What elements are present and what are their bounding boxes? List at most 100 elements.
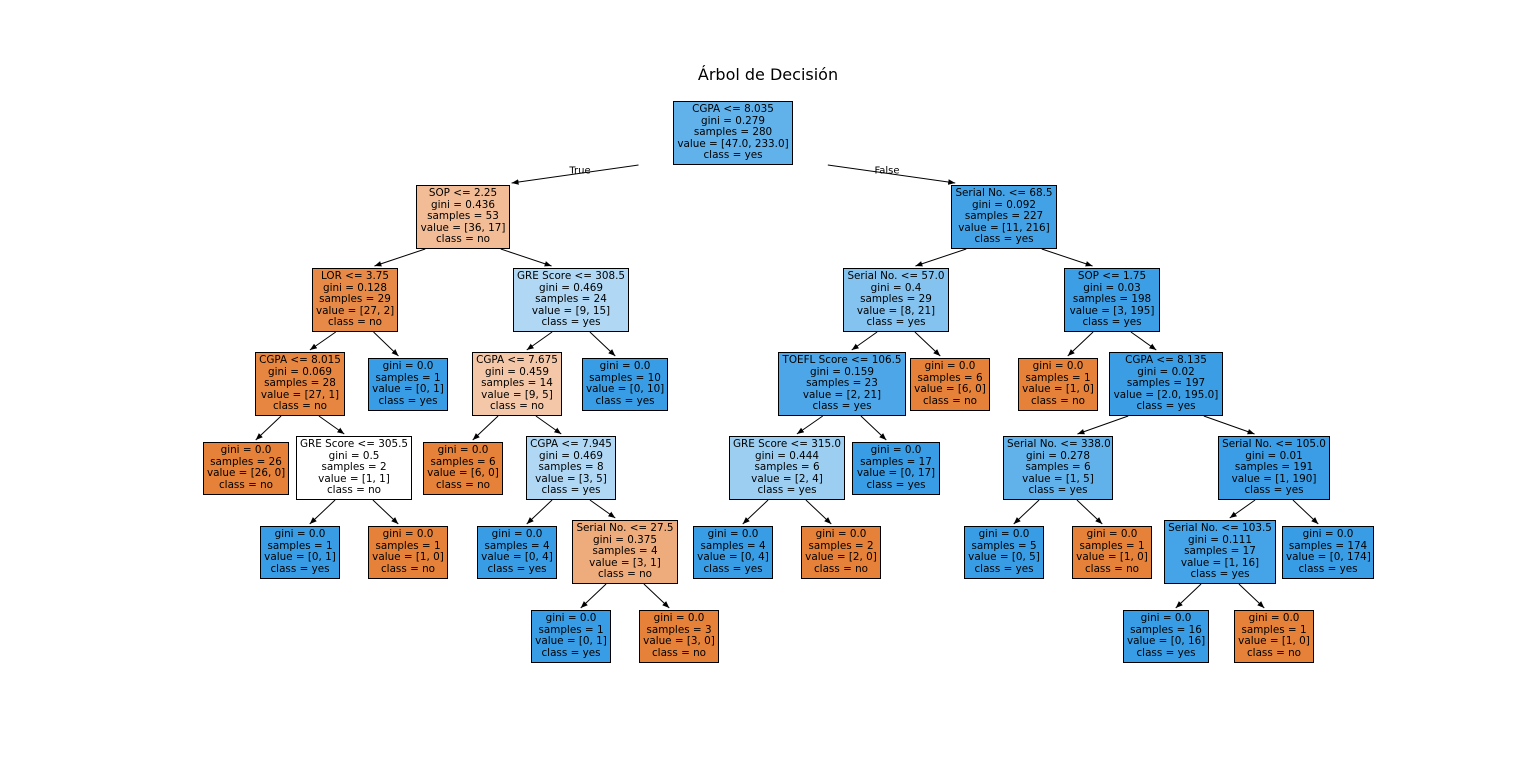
edge-n26-n28 xyxy=(1130,331,1157,351)
node-text-line: samples = 4 xyxy=(484,539,550,552)
node-text-line: value = [9, 15] xyxy=(531,304,611,317)
edge-n3-n5 xyxy=(318,415,345,435)
node-text-line: value = [0, 1] xyxy=(264,551,336,564)
node-text-line: samples = 1 xyxy=(538,623,604,636)
node-text-line: gini = 0.0 xyxy=(437,444,489,456)
node-text-line: gini = 0.0 xyxy=(220,444,272,456)
edge-n5-n6 xyxy=(309,499,336,525)
edge-n12-n13 xyxy=(526,499,553,525)
edge-n29-n31 xyxy=(1076,499,1103,525)
node-text-line: value = [3, 5] xyxy=(535,472,607,485)
node-text-line: samples = 198 xyxy=(1072,293,1152,306)
node-text-line: samples = 280 xyxy=(693,126,773,139)
node-text-line: samples = 10 xyxy=(589,371,661,384)
node-text-line: value = [0, 16] xyxy=(1127,635,1206,648)
node-text-line: value = [1, 1] xyxy=(318,472,390,485)
node-text-line: class = no xyxy=(1246,646,1302,659)
node-text-line: samples = 6 xyxy=(1025,461,1091,474)
edge-label-true: True xyxy=(569,165,591,177)
node-text-line: value = [6, 0] xyxy=(427,467,499,480)
node-text-line: class = no xyxy=(489,400,545,413)
node-text-line: value = [9, 5] xyxy=(481,388,553,401)
node-text-line: gini = 0.0 xyxy=(653,612,705,624)
edge-n1-n9 xyxy=(500,248,552,267)
node-text-line: value = [1, 190] xyxy=(1231,472,1317,485)
node-text-line: gini = 0.0 xyxy=(815,528,867,540)
node-text-line: value = [0, 10] xyxy=(586,383,665,396)
node-text-line: Serial No. <= 103.5 xyxy=(1168,522,1272,534)
node-text-line: class = yes xyxy=(541,484,601,497)
node-text-line: value = [3, 1] xyxy=(589,556,661,569)
node-text-line: class = no xyxy=(435,478,491,491)
node-text-line: class = yes xyxy=(974,233,1034,246)
edge-n33-n35 xyxy=(1238,583,1265,609)
node-text-line: samples = 29 xyxy=(860,293,932,306)
node-text-line: value = [0, 174] xyxy=(1286,551,1371,564)
node-text-line: class = yes xyxy=(541,316,601,329)
node-text-line: gini = 0.069 xyxy=(267,365,332,378)
node-text-line: class = no xyxy=(380,562,436,575)
node-text-line: gini = 0.0 xyxy=(382,528,434,540)
node-text-line: value = [1, 0] xyxy=(1022,383,1094,396)
node-text-line: class = yes xyxy=(1244,484,1304,497)
node-text-line: value = [6, 0] xyxy=(914,383,986,396)
node-text-line: samples = 17 xyxy=(1184,545,1256,558)
edge-n28-n32 xyxy=(1203,415,1255,435)
node-text-line: class = no xyxy=(651,646,707,659)
node-text-line: class = yes xyxy=(974,562,1034,575)
node-text-line: gini = 0.0 xyxy=(1032,360,1084,372)
node-text-line: samples = 24 xyxy=(535,293,607,306)
node-text-line: samples = 2 xyxy=(808,539,874,552)
node-text-line: value = [1, 0] xyxy=(1238,635,1310,648)
node-text-line: class = yes xyxy=(1190,568,1250,581)
node-text-line: Serial No. <= 68.5 xyxy=(955,187,1053,199)
node-text-line: class = yes xyxy=(703,562,763,575)
node-text-line: CGPA <= 7.945 xyxy=(530,438,612,450)
node-text-line: class = no xyxy=(922,394,978,407)
node-text-line: Serial No. <= 105.0 xyxy=(1222,438,1326,450)
node-text-line: samples = 174 xyxy=(1288,539,1368,552)
node-text-line: value = [47.0, 233.0] xyxy=(677,137,789,150)
node-text-line: value = [1, 0] xyxy=(1076,551,1148,564)
node-text-line: GRE Score <= 315.0 xyxy=(733,438,842,450)
node-text-line: samples = 17 xyxy=(860,455,932,468)
edge-n9-n10 xyxy=(526,331,553,351)
node-text-line: class = no xyxy=(327,316,383,329)
node-text-line: samples = 227 xyxy=(964,210,1044,223)
node-text-line: value = [1, 5] xyxy=(1022,472,1094,485)
edge-n14-n16 xyxy=(643,583,670,609)
node-text-line: samples = 1 xyxy=(1241,623,1307,636)
node-text-line: gini = 0.0 xyxy=(1140,612,1192,624)
node-text-line: gini = 0.5 xyxy=(328,449,380,462)
node-text-line: samples = 4 xyxy=(700,539,766,552)
node-text-line: samples = 5 xyxy=(971,539,1037,552)
node-text-line: value = [27, 2] xyxy=(316,304,395,317)
node-text-line: value = [0, 17] xyxy=(856,467,936,480)
node-text-line: class = yes xyxy=(1028,484,1088,497)
node-text-line: CGPA <= 8.015 xyxy=(259,354,341,366)
node-text-line: class = no xyxy=(272,400,328,413)
node-text-line: samples = 29 xyxy=(319,293,391,306)
node-text-line: samples = 6 xyxy=(754,461,820,474)
node-text-line: class = no xyxy=(218,478,274,491)
node-text-line: samples = 14 xyxy=(481,377,553,390)
figure-title: Árbol de Decisión xyxy=(697,65,839,84)
node-text-line: value = [2, 0] xyxy=(805,551,877,564)
node-text-line: value = [36, 17] xyxy=(420,221,506,234)
edge-n1-n2 xyxy=(374,248,426,267)
node-text-line: value = [11, 216] xyxy=(958,221,1050,234)
